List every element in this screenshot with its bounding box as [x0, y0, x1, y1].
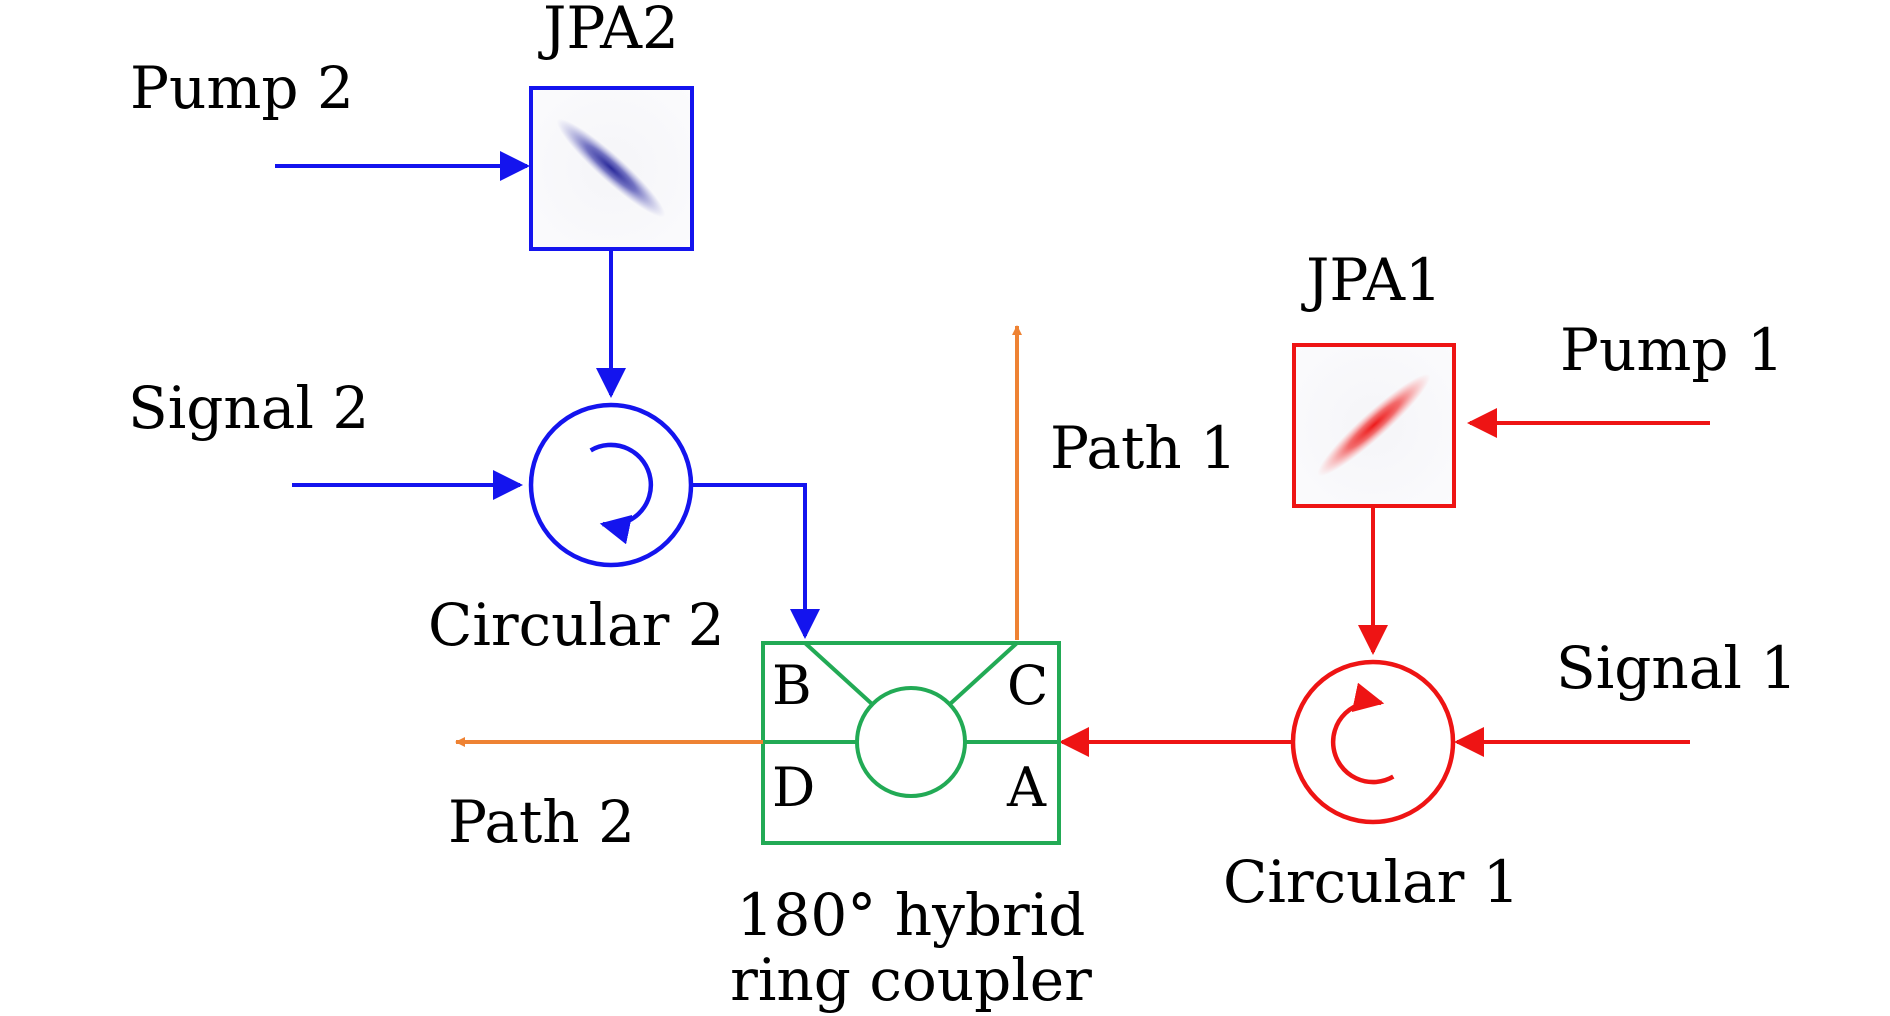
coupler-ring: [855, 686, 967, 798]
signal1-label: Signal 1: [1556, 634, 1797, 702]
port-a-label: A: [1006, 756, 1047, 819]
pump2-label: Pump 2: [130, 54, 354, 122]
circulator1-rotation-arrow: [1330, 682, 1395, 785]
hybrid-ring-coupler: B C D A: [761, 641, 1061, 845]
circulator2: [528, 402, 694, 568]
pump1-label: Pump 1: [1560, 316, 1784, 384]
jpa2-box: [529, 86, 694, 251]
port-d-label: D: [772, 756, 815, 819]
signal2-label: Signal 2: [128, 374, 369, 442]
path2-label: Path 2: [448, 788, 635, 856]
circulator1: [1290, 659, 1456, 825]
jpa2-squeezed-state: [556, 118, 666, 218]
port-c-label: C: [1007, 654, 1048, 717]
path1-label: Path 1: [1050, 414, 1237, 482]
jpa1-box: [1292, 343, 1456, 508]
jpa1-squeezed-state: [1317, 373, 1431, 477]
jpa1-label: JPA1: [1301, 246, 1442, 314]
circulator2-to-coupler-arrow: [691, 483, 820, 639]
jpa2-label: JPA2: [538, 0, 679, 62]
coupler-label-line2: ring coupler: [730, 946, 1092, 1014]
circulator1-label: Circular 1: [1223, 848, 1520, 916]
coupler-label-line1: 180° hybrid: [737, 881, 1086, 949]
circulator2-rotation-arrow: [589, 442, 654, 545]
circulator2-label: Circular 2: [428, 591, 725, 659]
port-b-label: B: [772, 654, 812, 717]
